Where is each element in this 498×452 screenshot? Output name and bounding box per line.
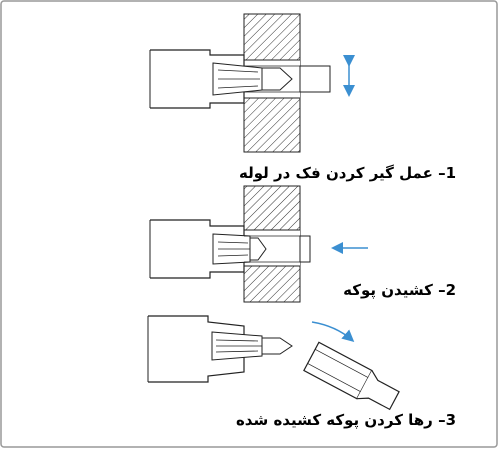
step1-dash: – (438, 164, 446, 182)
step3-number: 3 (445, 411, 456, 429)
step2-text: کشیدن پوکه (343, 281, 433, 299)
step2-dash: – (438, 281, 446, 299)
step2-tube (299, 235, 311, 263)
step1-number: 1 (445, 164, 456, 182)
step3-illustration (147, 315, 400, 411)
step3-text: رها کردن پوکه کشیده شده (235, 411, 433, 429)
step1-caption: 1– عمل گیر کردن فک در لوله (239, 164, 456, 182)
step2-caption: 2– کشیدن پوکه (343, 281, 456, 299)
step3-dash: – (438, 411, 446, 429)
step2-number: 2 (445, 281, 456, 299)
step1-tube (299, 65, 331, 93)
step3-caption: 3– رها کردن پوکه کشیده شده (236, 411, 456, 429)
step1-illustration (149, 13, 355, 153)
step3-release-arrow (311, 321, 355, 342)
step3-sleeve (303, 341, 400, 411)
step1-text: عمل گیر کردن فک در لوله (239, 164, 433, 182)
step2-illustration (149, 185, 368, 303)
